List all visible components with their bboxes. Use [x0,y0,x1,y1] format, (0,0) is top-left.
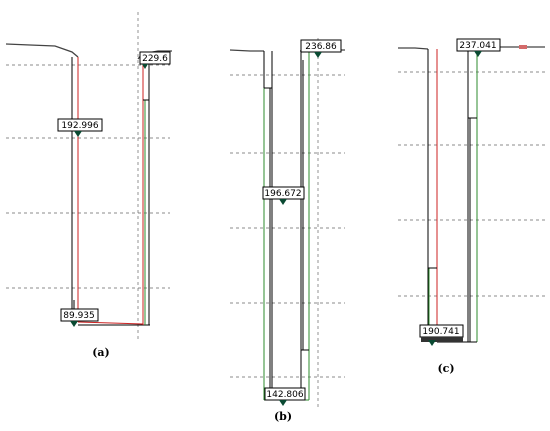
label-pointer-icon [279,400,287,406]
panel-caption: (c) [437,362,454,375]
label-box [139,51,171,65]
value-label-190-741: 190.741 [419,324,464,346]
value-label-192-996: 192.996 [57,118,103,137]
right-well [467,50,478,342]
label-pointer-icon [142,64,148,69]
ground-surface [5,43,79,58]
label-pointer-icon [70,321,78,327]
right-well [300,51,310,400]
panel-caption: (a) [92,346,110,359]
right-well [142,60,150,325]
panel-c-grid [398,71,545,297]
label-text: 89.935 [63,311,95,321]
panel-b: 236.86 196.672 142.806 (b) [229,38,345,423]
label-text: 196.672 [264,189,301,199]
pump-marker [519,45,527,49]
left-well [263,51,273,400]
value-label-142-806: 142.806 [264,387,306,406]
value-label-89-935: 89.935 [60,308,99,327]
label-pointer-icon [279,199,287,205]
label-shadow [421,337,463,342]
left-well [71,57,79,322]
label-box [60,308,99,322]
label-pointer-icon [314,52,322,58]
value-label-237-041: 237.041 [456,38,501,57]
label-text: 237.041 [459,41,496,51]
label-text: 236.86 [305,42,337,52]
label-pointer-icon [74,131,82,137]
label-text: 142.806 [266,390,303,400]
label-text: 229.6 [142,54,168,64]
panel-b-grid [230,38,345,410]
label-pointer-icon [474,51,482,57]
panel-a: 229.6 192.996 89.935 (a) [5,12,172,359]
value-label-196-672: 196.672 [262,186,305,205]
bottom-connector [77,321,144,325]
label-text: 190.741 [422,327,459,337]
panel-c: 237.041 190.741 (c) [398,38,545,375]
label-pointer-icon [428,340,436,346]
ground-surface [229,49,264,52]
value-label-229-6: 229.6 [139,51,171,69]
panel-a-grid [6,12,170,340]
value-label-236-86: 236.86 [300,39,342,58]
ground-surface [398,47,429,50]
panel-caption: (b) [274,410,292,423]
label-text: 192.996 [61,121,98,131]
